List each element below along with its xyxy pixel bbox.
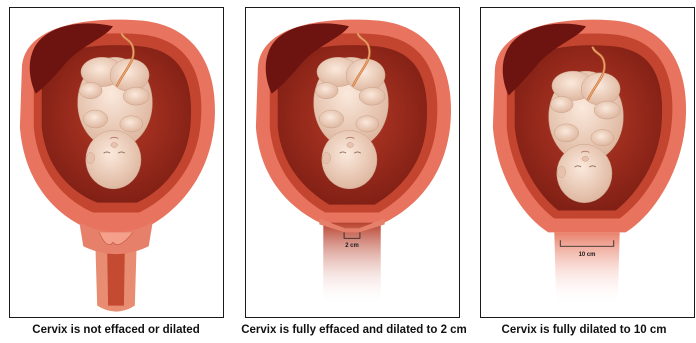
birth-canal bbox=[323, 222, 380, 305]
dilation-label: 2 cm bbox=[345, 243, 359, 249]
uterus-illustration-3: 10 cm bbox=[481, 8, 694, 317]
caption-dilated-10cm: Cervix is fully dilated to 10 cm bbox=[472, 324, 696, 336]
dilation-label: 10 cm bbox=[579, 252, 596, 258]
uterus-illustration-1 bbox=[10, 8, 223, 317]
panel-not-effaced bbox=[9, 7, 224, 318]
panel-effaced-2cm: 2 cm bbox=[245, 7, 460, 318]
caption-not-effaced: Cervix is not effaced or dilated bbox=[0, 324, 232, 336]
panel-dilated-10cm: 10 cm bbox=[480, 7, 695, 318]
caption-effaced-2cm: Cervix is fully effaced and dilated to 2… bbox=[236, 324, 472, 336]
birth-canal bbox=[554, 232, 619, 305]
uterus-illustration-2: 2 cm bbox=[246, 8, 459, 317]
